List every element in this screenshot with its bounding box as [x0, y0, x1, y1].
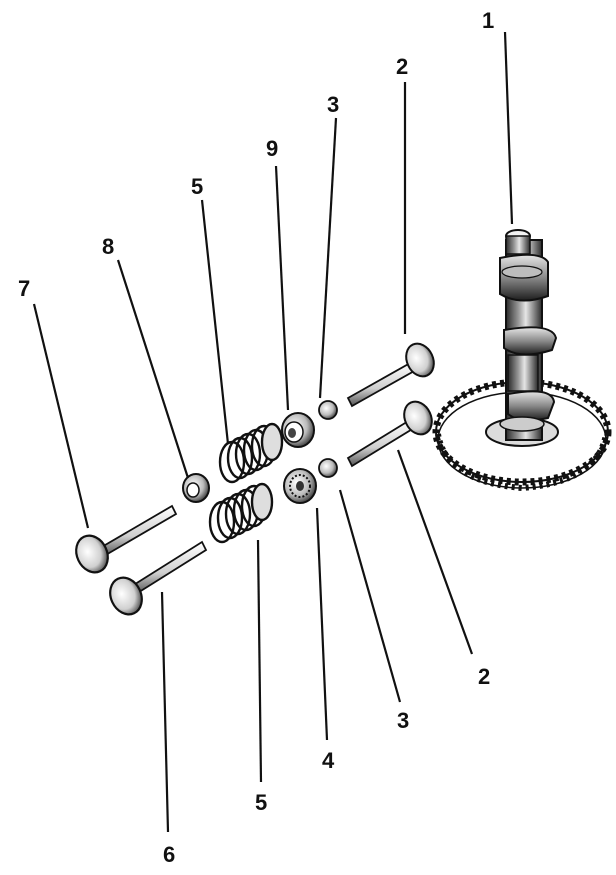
callout-9: 9	[266, 136, 278, 161]
callout-1: 1	[482, 8, 494, 33]
leader-3-top	[318, 117, 338, 399]
camshaft	[499, 229, 558, 441]
callout-7: 7	[18, 276, 30, 301]
callout-labels: 1 2 3 9 5 8 7 2 3 4 5 6	[18, 8, 494, 867]
valve-spring-lower	[208, 482, 274, 544]
spring-seat	[182, 473, 210, 503]
keeper-upper	[318, 400, 338, 420]
callout-4: 4	[322, 748, 335, 773]
leader-6	[160, 591, 170, 833]
camshaft-gear-part	[432, 229, 612, 492]
callout-3-top: 3	[327, 92, 339, 117]
callout-5-bottom: 5	[255, 790, 267, 815]
leader-4	[315, 507, 329, 741]
callout-8: 8	[102, 234, 114, 259]
callout-5-top: 5	[191, 174, 203, 199]
leader-5-bottom	[256, 539, 263, 783]
leader-2-bottom	[396, 449, 474, 655]
keeper-lower	[318, 458, 338, 478]
leader-3-bottom	[338, 489, 402, 703]
leader-8	[116, 259, 190, 479]
leader-9	[274, 165, 290, 411]
valve-lower-left	[109, 540, 208, 616]
valve-lower-right	[346, 400, 433, 468]
spring-retainer-lower	[283, 468, 317, 504]
callout-2-top: 2	[396, 54, 408, 79]
valve-spring-upper	[218, 422, 284, 484]
leader-5-top	[200, 199, 230, 445]
leader-7	[32, 303, 90, 529]
leader-1	[503, 31, 514, 225]
leader-lines	[32, 31, 514, 833]
spring-retainer-upper	[281, 412, 315, 448]
valve-upper-right	[346, 342, 435, 408]
callout-6: 6	[163, 842, 175, 867]
callout-3-bottom: 3	[397, 708, 409, 733]
callout-2-bottom: 2	[478, 664, 490, 689]
valve-upper-left	[75, 504, 178, 574]
